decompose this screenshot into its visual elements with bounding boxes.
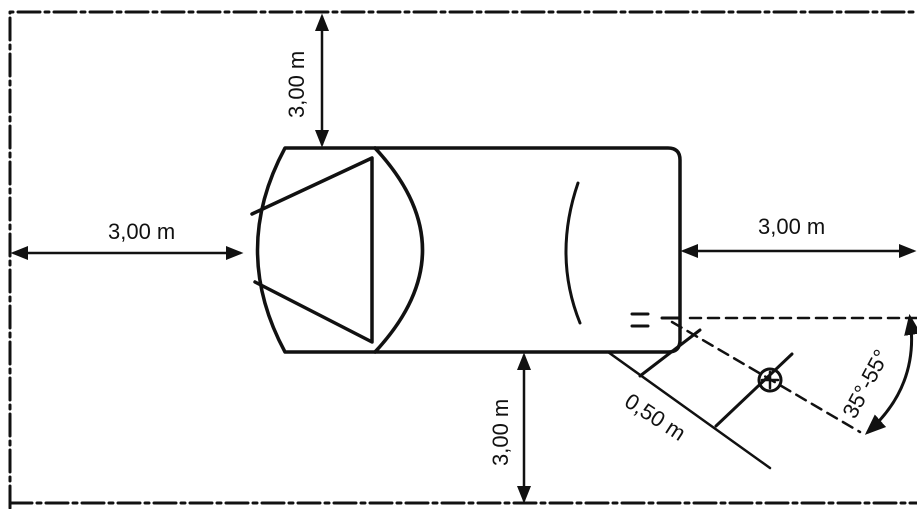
tank-outline <box>255 146 682 354</box>
clearance-right-label: 3,00 m <box>758 214 825 239</box>
angle-indicator: 35°-55° <box>837 313 917 435</box>
clearance-bottom: 3,00 m <box>488 352 531 504</box>
clearance-left: 3,00 m <box>10 219 244 260</box>
clearance-right: 3,00 m <box>680 214 917 258</box>
boundary-line <box>8 10 917 509</box>
clearance-top: 3,00 m <box>284 13 329 148</box>
clearance-bottom-label: 3,00 m <box>488 399 513 466</box>
angle-range-label: 35°-55° <box>837 345 894 422</box>
tank-sight-lens <box>564 181 582 325</box>
tank-cone <box>250 156 374 344</box>
tank-inlet-marks <box>630 312 682 328</box>
clearance-left-label: 3,00 m <box>108 219 175 244</box>
clearance-top-label: 3,00 m <box>284 51 309 118</box>
pipe-offset-label: 0,50 m <box>620 388 690 446</box>
valve-symbol <box>757 367 783 393</box>
tank-dome-arc <box>373 146 425 354</box>
tank <box>250 146 682 354</box>
